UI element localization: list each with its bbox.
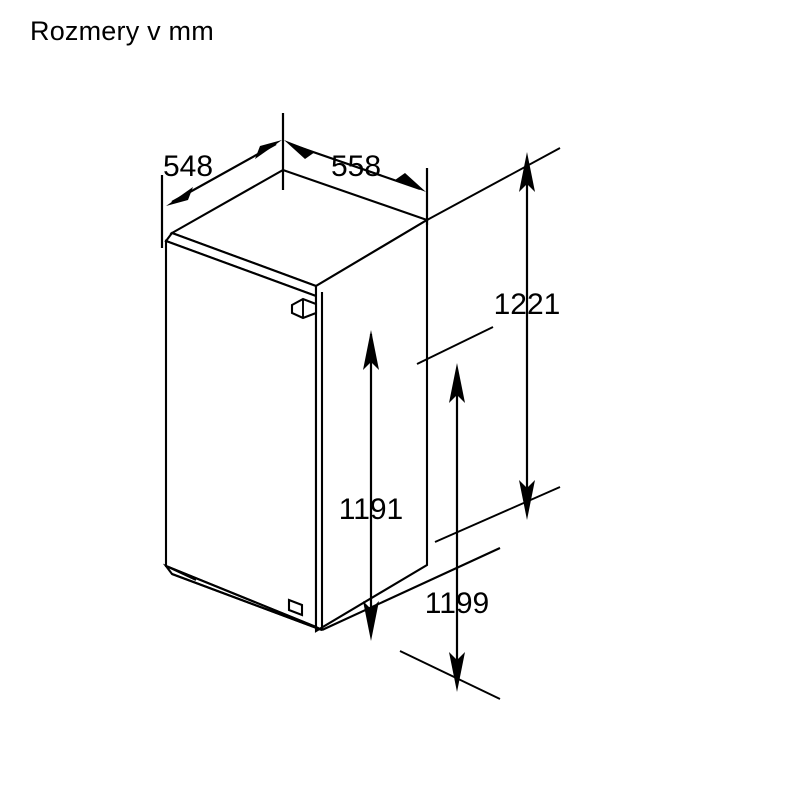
dimension-548-label: 548 bbox=[163, 150, 213, 183]
dimension-1199-arrow-bottom bbox=[449, 652, 465, 692]
dimension-1199-arrow-top bbox=[449, 363, 465, 403]
dimension-1199: 1199 bbox=[425, 363, 490, 692]
dimension-1221-label: 1221 bbox=[494, 288, 561, 321]
dimension-1199-label: 1199 bbox=[425, 587, 490, 620]
dimension-558: 558 bbox=[284, 140, 429, 225]
appliance-outline bbox=[162, 168, 501, 633]
dimension-558-label: 558 bbox=[331, 150, 381, 183]
floor-line-right bbox=[321, 547, 501, 631]
dimension-558-arrow-left bbox=[284, 140, 315, 159]
dimension-1221: 1221 bbox=[494, 152, 561, 520]
dimension-548-arrow-right bbox=[255, 140, 282, 159]
dimension-1191-arrow-bottom bbox=[363, 601, 379, 641]
appliance-base-detail bbox=[162, 563, 323, 631]
door-handle-detail bbox=[290, 297, 318, 320]
dimension-558-arrow-right bbox=[395, 173, 426, 192]
dimension-1191: 1191 bbox=[339, 330, 404, 641]
dimension-1191-label: 1191 bbox=[339, 493, 404, 526]
dimension-548-arrow-left bbox=[166, 187, 193, 206]
projection-leader-lines bbox=[165, 147, 561, 700]
page-title: Rozmery v mm bbox=[30, 16, 214, 46]
dimension-1191-arrow-top bbox=[363, 330, 379, 370]
appliance-door-face bbox=[164, 239, 318, 629]
dimension-548: 548 bbox=[160, 113, 285, 248]
dimension-1221-arrow-bottom bbox=[519, 480, 535, 520]
dimension-1221-arrow-top bbox=[519, 152, 535, 192]
